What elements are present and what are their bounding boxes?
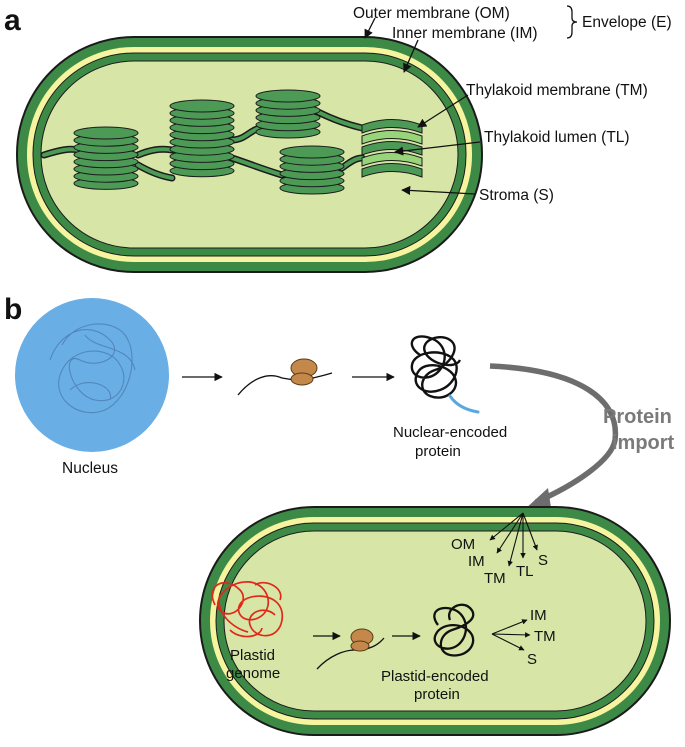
- import-target-labels: OM IM TM TL S: [451, 536, 548, 587]
- arrow-inner-membrane: [403, 39, 419, 73]
- granum-stack: [169, 99, 235, 178]
- transit-peptide: [448, 394, 480, 414]
- label-stroma: Stroma (S): [479, 187, 554, 204]
- thylakoid-disc: [73, 126, 139, 140]
- label-nucleus: Nucleus: [62, 460, 118, 477]
- ribosome-small-subunit: [290, 372, 314, 386]
- plastid-target-im: IM: [530, 607, 547, 624]
- nuclear-protein-chain: [410, 335, 462, 399]
- arrow-thylakoid-membrane: [417, 94, 469, 128]
- thylakoid-disc: [255, 89, 321, 103]
- label-protein-import-line2: import: [612, 432, 675, 454]
- plastid-genome-squiggle: [211, 581, 283, 638]
- granum-stack: [279, 145, 345, 195]
- import-target-arrows: [489, 512, 538, 567]
- thylakoid-disc: [279, 145, 345, 159]
- nucleus: Nucleus: [15, 298, 169, 477]
- label-plastid-protein-line1: Plastid-encoded: [381, 668, 489, 685]
- label-plastid-genome-line2: genome: [226, 665, 280, 682]
- label-envelope: Envelope (E): [582, 14, 672, 31]
- chloroplast-a: [16, 36, 483, 273]
- label-thylakoid-membrane: Thylakoid membrane (TM): [466, 82, 648, 99]
- import-target-s: S: [538, 552, 548, 569]
- label-nuclear-protein-line1: Nuclear-encoded: [393, 424, 507, 441]
- panel-a-letter: a: [4, 4, 21, 37]
- grana-stacks: [73, 89, 345, 195]
- panel-b-letter: b: [4, 293, 22, 326]
- label-outer-membrane: Outer membrane (OM): [353, 5, 510, 22]
- chromatin-squiggle: [49, 323, 136, 414]
- granum-stack: [73, 126, 139, 190]
- import-arrow-shaft: [489, 363, 619, 505]
- nucleus-circle: [15, 298, 169, 452]
- label-plastid-genome-line1: Plastid: [230, 647, 275, 664]
- plastid-target-labels: IM TM S: [527, 607, 556, 668]
- import-target-tl: TL: [516, 563, 534, 580]
- label-protein-import-line1: Protein: [603, 406, 672, 428]
- nuclear-encoded-protein: Nuclear-encoded protein: [393, 335, 507, 460]
- plastid-translation: [316, 628, 385, 670]
- plastid-target-s: S: [527, 651, 537, 668]
- plastid-target-arrows: [491, 619, 531, 651]
- label-inner-membrane: Inner membrane (IM): [392, 25, 538, 42]
- cytosolic-translation: [237, 358, 333, 396]
- plastid-encoded-protein: Plastid-encoded protein: [381, 603, 489, 703]
- mrna-cytosol: [237, 372, 333, 396]
- envelope-brace: [566, 5, 578, 39]
- plastid-target-tm: TM: [534, 628, 556, 645]
- label-thylakoid-lumen: Thylakoid lumen (TL): [484, 129, 630, 146]
- granum-stack: [255, 89, 321, 139]
- plastid-protein-chain: [433, 603, 475, 657]
- plastid-genome: Plastid genome: [211, 581, 283, 682]
- import-target-im: IM: [468, 553, 485, 570]
- import-target-om: OM: [451, 536, 475, 553]
- import-target-tm: TM: [484, 570, 506, 587]
- label-nuclear-protein-line2: protein: [415, 443, 461, 460]
- panel-a-annotations: Outer membrane (OM) Inner membrane (IM) …: [353, 5, 672, 204]
- highlighted-granum: [361, 119, 423, 178]
- arrow-outer-membrane: [364, 17, 376, 39]
- label-plastid-protein-line2: protein: [414, 686, 460, 703]
- arrow-stroma: [401, 185, 476, 195]
- protein-import: Protein import: [489, 363, 675, 514]
- plastid-ribosome-small: [350, 640, 370, 652]
- thylakoid-disc: [169, 99, 235, 113]
- arrow-thylakoid-lumen: [394, 141, 481, 156]
